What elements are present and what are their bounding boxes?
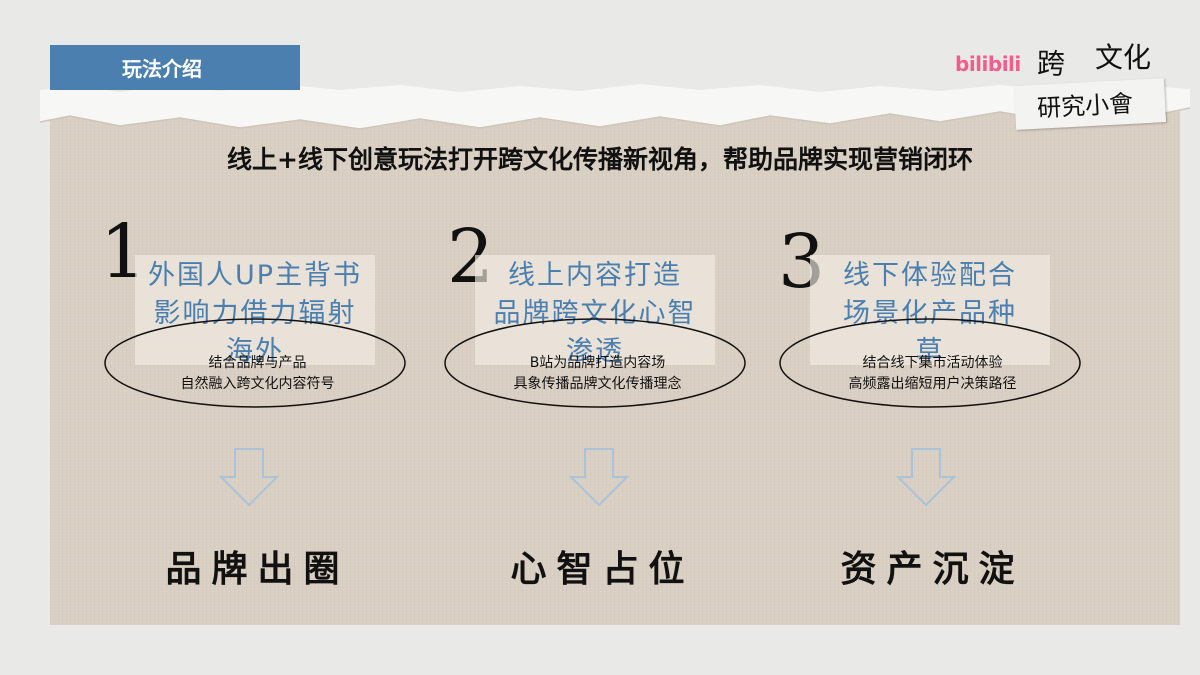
column-title: 线下体验配合 场景化产品种 草 bbox=[805, 257, 1055, 371]
ellipse-outline bbox=[104, 318, 406, 408]
column-title-line-1: 外国人UP主背书 bbox=[147, 260, 363, 291]
logo: bilibili 跨 文化 研究小會 bbox=[955, 36, 1170, 130]
column-title-line-2: 场景化产品种 bbox=[843, 298, 1017, 329]
section-tag-label: 玩法介绍 bbox=[122, 57, 202, 81]
column-subtitle-line-2: 自然融入跨文化内容符号 bbox=[180, 376, 335, 392]
title-box bbox=[135, 255, 375, 365]
column-3: 3 线下体验配合 场景化产品种 草 结合线下集市活动体验 高频露出缩短用户决策路… bbox=[770, 215, 1100, 595]
logo-word-3: 研究小會 bbox=[1036, 89, 1134, 123]
column-subtitle: 结合线下集市活动体验 高频露出缩短用户决策路径 bbox=[770, 353, 1095, 395]
column-subtitle-line-2: 具象传播品牌文化传播理念 bbox=[513, 376, 682, 392]
column-subtitle-line-1: 结合线下集市活动体验 bbox=[862, 355, 1003, 371]
logo-word-2: 文化 bbox=[1095, 41, 1152, 74]
column-title-line-3: 渗透 bbox=[566, 336, 624, 367]
column-subtitle: B站为品牌打造内容场 具象传播品牌文化传播理念 bbox=[435, 353, 760, 395]
column-result: 资产沉淀 bbox=[840, 549, 1025, 590]
down-arrow-icon bbox=[218, 448, 280, 507]
ellipse-outline bbox=[779, 318, 1081, 408]
column-subtitle-line-2: 高频露出缩短用户决策路径 bbox=[848, 376, 1017, 392]
column-1: 1 外国人UP主背书 影响力借力辐射 海外 结合品牌与产品 自然融入跨文化内容符… bbox=[95, 215, 425, 595]
column-subtitle-line-1: 结合品牌与产品 bbox=[208, 355, 307, 371]
column-subtitle-line-1: B站为品牌打造内容场 bbox=[529, 355, 666, 371]
headline: 线上+线下创意玩法打开跨文化传播新视角，帮助品牌实现营销闭环 bbox=[227, 145, 973, 174]
title-box bbox=[810, 255, 1050, 365]
column-title-line-1: 线上内容打造 bbox=[508, 260, 682, 291]
ellipse-outline bbox=[444, 318, 746, 408]
column-title-line-3: 草 bbox=[915, 336, 945, 367]
section-tag: 玩法介绍 bbox=[50, 45, 300, 90]
column-title-line-3: 海外 bbox=[226, 336, 284, 367]
logo-brand: bilibili bbox=[955, 52, 1021, 76]
logo-word-1: 跨 bbox=[1037, 47, 1066, 80]
column-title-line-1: 线下体验配合 bbox=[843, 260, 1017, 291]
column-result: 心智占位 bbox=[510, 549, 695, 590]
down-arrow-icon bbox=[568, 448, 630, 507]
column-result: 品牌出圈 bbox=[165, 549, 350, 590]
column-subtitle: 结合品牌与产品 自然融入跨文化内容符号 bbox=[95, 353, 420, 395]
column-2: 2 线上内容打造 品牌跨文化心智 渗透 B站为品牌打造内容场 具象传播品牌文化传… bbox=[435, 215, 765, 595]
title-box bbox=[475, 255, 715, 365]
down-arrow-icon bbox=[895, 448, 957, 507]
